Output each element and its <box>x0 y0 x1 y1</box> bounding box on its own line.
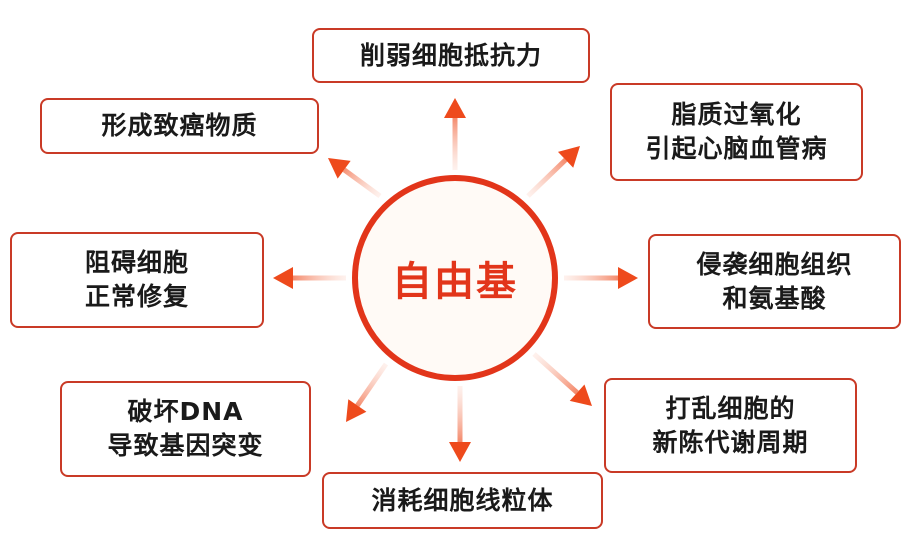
effect-box-lipid-peroxidation: 脂质过氧化 引起心脑血管病 <box>610 83 863 181</box>
effect-box-weaken-resistance: 削弱细胞抵抗力 <box>312 28 590 83</box>
effect-line: 形成致癌物质 <box>101 111 258 140</box>
effect-line: 脂质过氧化 <box>671 100 802 129</box>
center-label: 自由基 <box>392 259 518 305</box>
effect-line: 新陈代谢周期 <box>652 427 809 457</box>
effect-line: 破坏DNA <box>127 397 244 426</box>
center-node: 自由基 <box>352 175 558 381</box>
arrow-head-icon <box>569 384 592 406</box>
effect-box-disrupt-metabolism: 打乱细胞的 新陈代谢周期 <box>604 378 857 473</box>
effect-box-consume-mitochondria: 消耗细胞线粒体 <box>322 472 603 529</box>
arrow-shaft <box>526 158 568 198</box>
arrow-shaft <box>342 167 382 199</box>
arrow-shaft <box>532 352 579 395</box>
effect-box-dna-damage: 破坏DNA 导致基因突变 <box>60 381 311 477</box>
effect-line: 削弱细胞抵抗力 <box>359 40 542 70</box>
effect-line: 阻碍细胞 <box>84 248 189 277</box>
arrow-head-icon <box>557 146 580 168</box>
effect-box-invade-tissue: 侵袭细胞组织 和氨基酸 <box>648 234 901 329</box>
effect-box-block-repair: 阻碍细胞 正常修复 <box>10 232 264 328</box>
arrow-head-icon <box>618 267 638 289</box>
arrow-head-icon <box>273 267 293 289</box>
effect-line: 打乱细胞的 <box>665 393 796 423</box>
effect-line: 引起心脑血管病 <box>645 134 828 163</box>
effect-line: 正常修复 <box>84 282 189 311</box>
arrow-shaft <box>355 362 389 407</box>
effect-box-carcinogen: 形成致癌物质 <box>40 98 319 154</box>
arrow-head-icon <box>444 98 466 118</box>
effect-line: 导致基因突变 <box>107 431 264 460</box>
arrow-head-icon <box>449 442 471 462</box>
effect-line: 和氨基酸 <box>722 283 827 313</box>
effect-line: 消耗细胞线粒体 <box>371 485 554 515</box>
arrow-head-icon <box>346 399 367 422</box>
arrow-head-icon <box>328 158 351 179</box>
effect-line: 侵袭细胞组织 <box>696 249 853 279</box>
